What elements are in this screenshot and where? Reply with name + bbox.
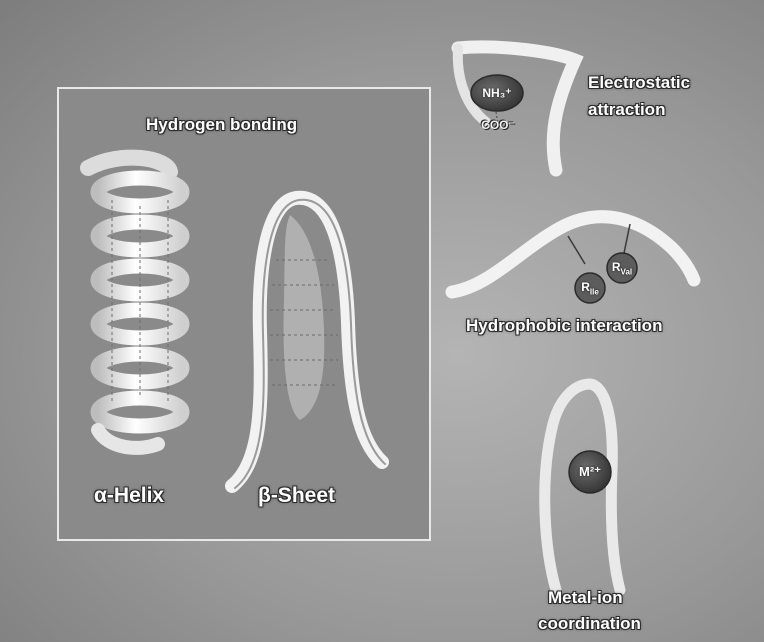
hydrogen-bonding-title: Hydrogen bonding (146, 115, 297, 135)
electrostatic-label-line1: Electrostatic (588, 73, 690, 93)
metal-ion-label-line2: coordination (538, 614, 641, 634)
electrostatic-ribbon (458, 47, 575, 170)
residue-val-label: RVal (607, 260, 637, 276)
hydrophobic-ribbon (452, 217, 694, 292)
residue-ile-subscript: Ile (590, 287, 599, 296)
metal-ion-label-line1: Metal-ion (548, 588, 623, 608)
residue-val-subscript: Val (621, 267, 633, 276)
coo-label: COO⁻ (474, 118, 522, 132)
electrostatic-label-line2: attraction (588, 100, 665, 120)
nh3-label: NH₃⁺ (476, 86, 518, 100)
residue-ile-label: RIle (575, 280, 605, 296)
hydrophobic-interaction-label: Hydrophobic interaction (466, 316, 662, 336)
residue-ile-symbol: R (581, 280, 590, 294)
alpha-helix-label: α-Helix (94, 484, 164, 508)
beta-sheet-label: β-Sheet (258, 484, 335, 508)
metal-ion-label: M²⁺ (570, 464, 610, 480)
residue-val-symbol: R (612, 260, 621, 274)
